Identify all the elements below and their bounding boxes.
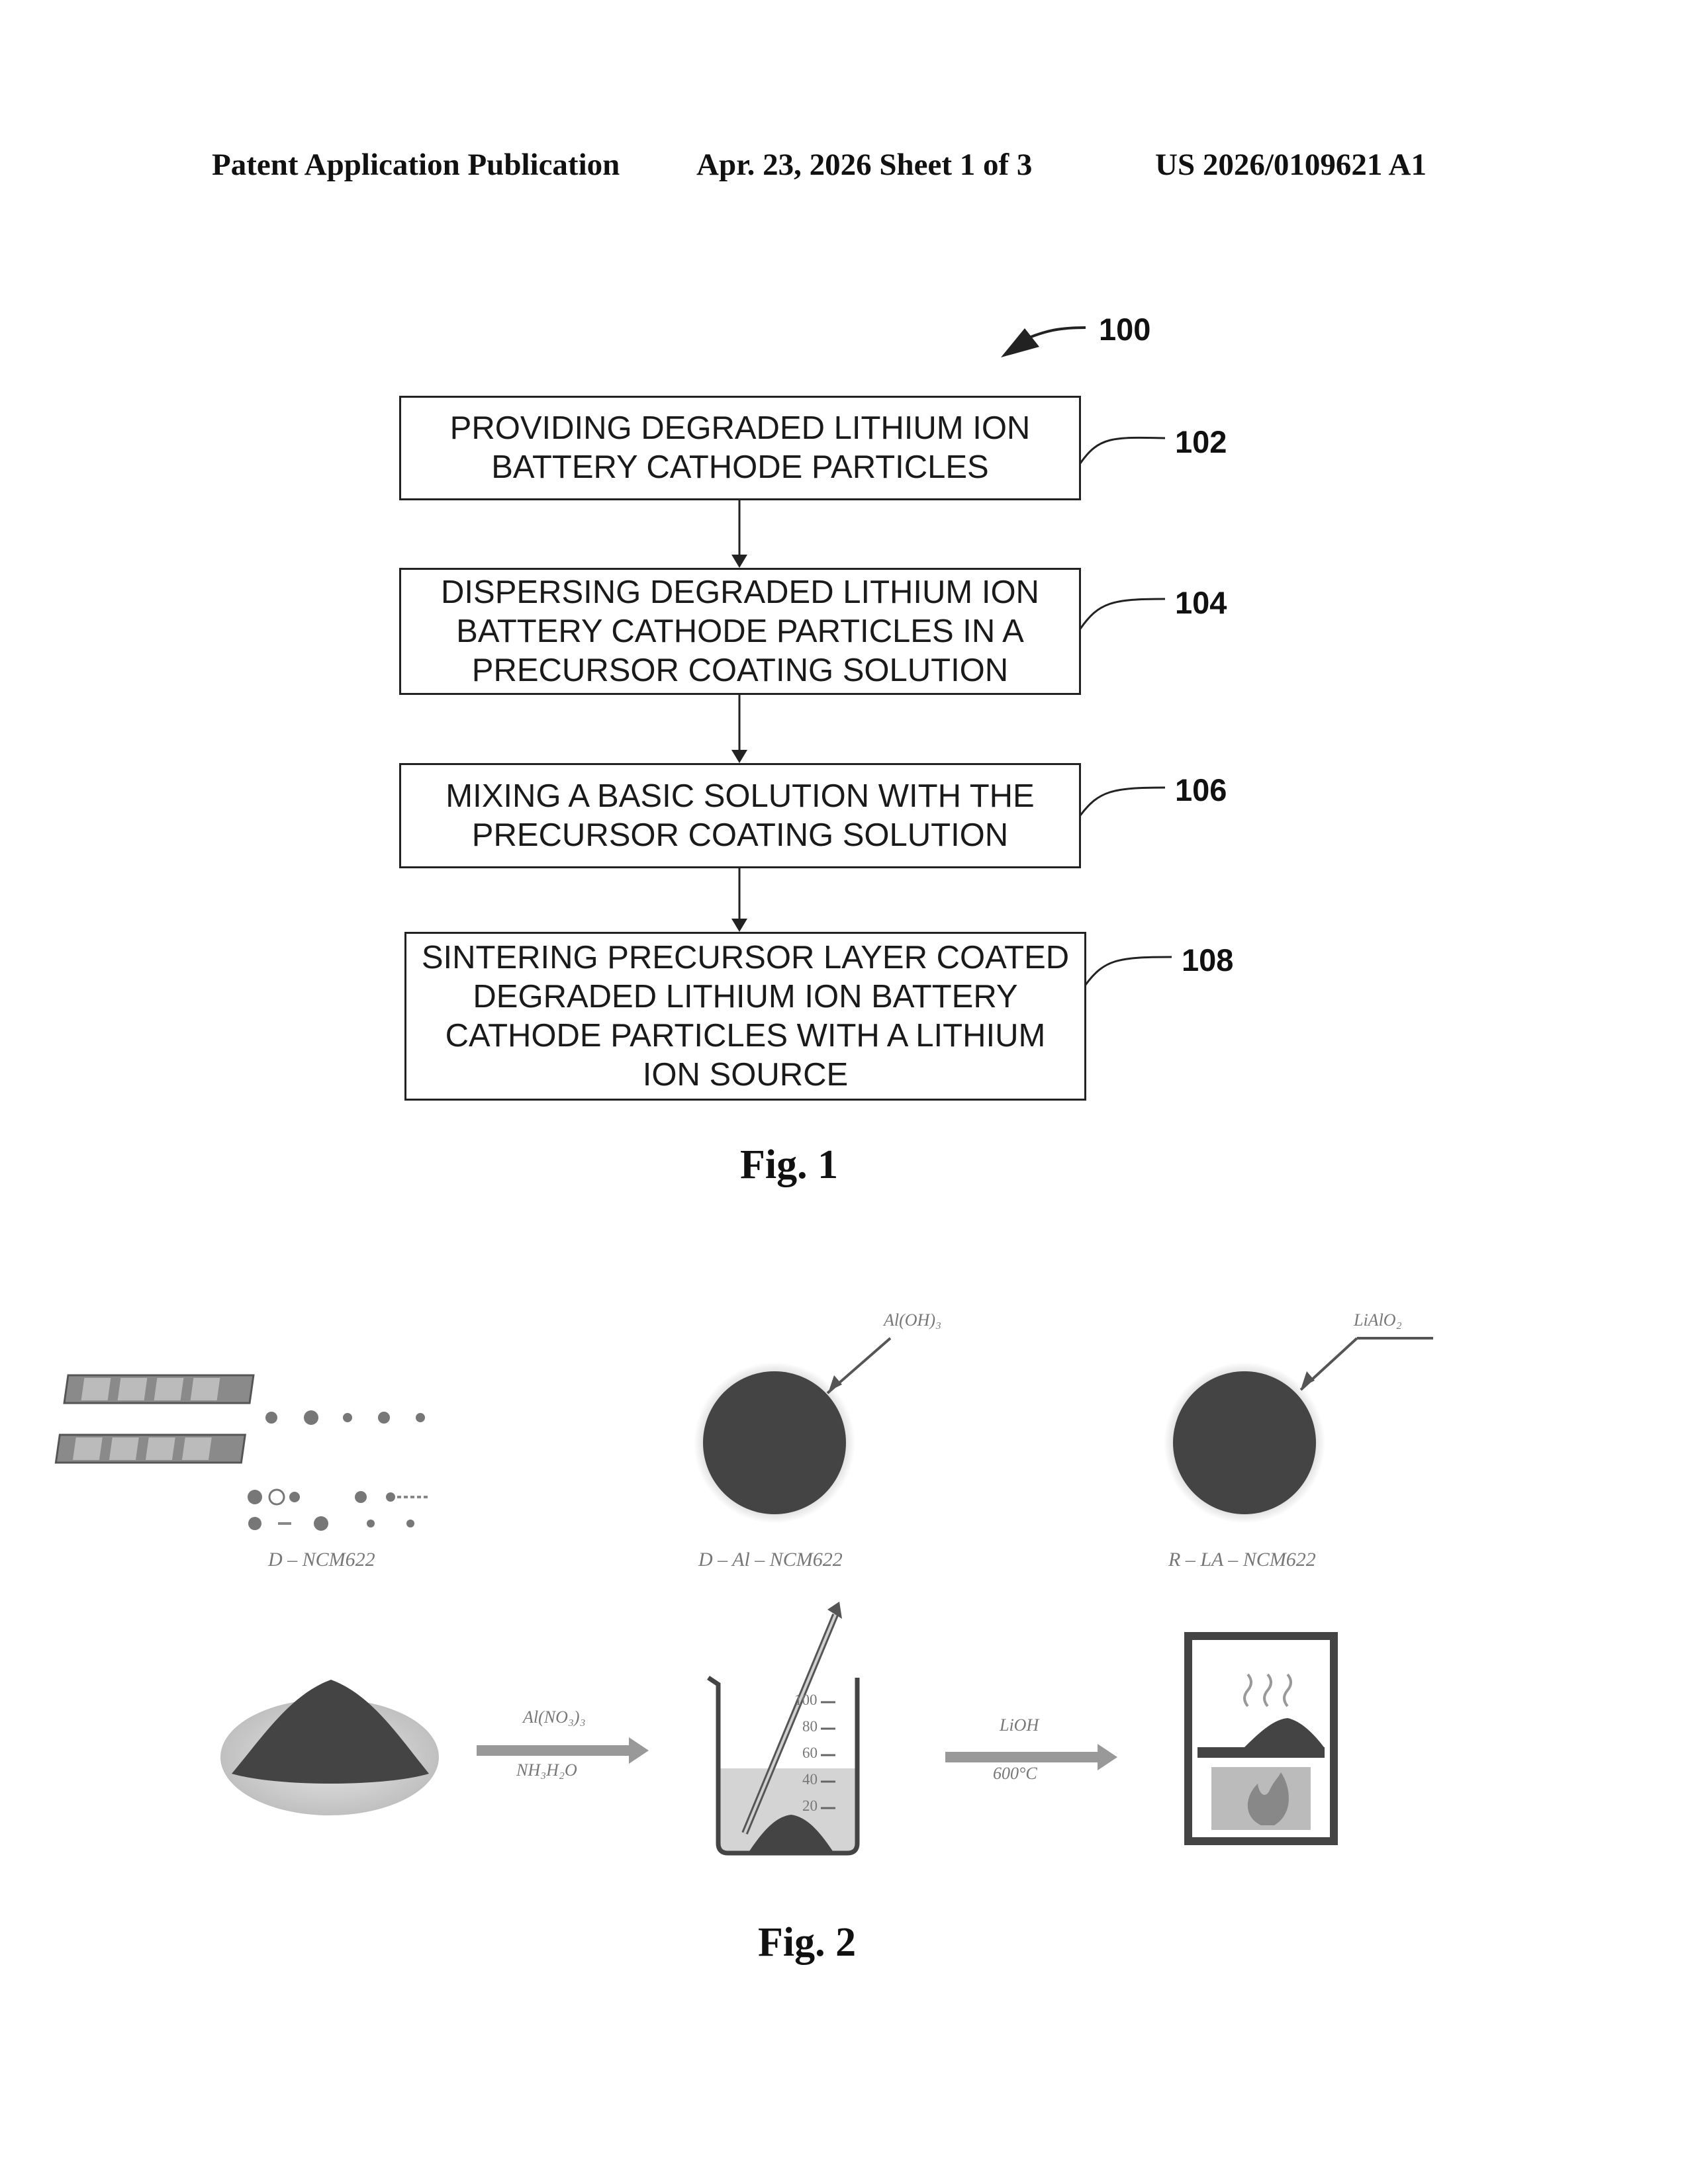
material-label-2: D – Al – NCM622 [698, 1549, 843, 1571]
reagent-top-1: Al(NO₃)₃ [523, 1707, 586, 1727]
material-label-3: R – LA – NCM622 [1168, 1549, 1316, 1571]
powder-plate-icon [220, 1680, 439, 1815]
material-label-1: D – NCM622 [268, 1549, 375, 1571]
beaker-scale-100: 100 [794, 1692, 818, 1709]
coating-label-1: Al(OH)₃ [884, 1310, 941, 1330]
fig2-caption: Fig. 2 [758, 1919, 856, 1966]
beaker-scale-20: 20 [802, 1797, 818, 1815]
reagent-bottom-1: NH₃H₂O [516, 1760, 577, 1780]
beaker-icon [708, 1678, 857, 1853]
furnace-icon [1188, 1636, 1334, 1841]
reagent-bottom-2: 600°C [993, 1764, 1037, 1784]
layered-structure-icon [56, 1375, 430, 1531]
beaker-scale-40: 40 [802, 1771, 818, 1788]
regenerated-particle-icon [1164, 1338, 1433, 1524]
beaker-scale-80: 80 [802, 1718, 818, 1735]
coating-label-2: LiAlO₂ [1354, 1310, 1402, 1330]
reagent-top-2: LiOH [1000, 1715, 1039, 1735]
reaction-arrow-1 [477, 1737, 649, 1764]
coated-particle-icon [694, 1338, 890, 1524]
beaker-scale-60: 60 [802, 1745, 818, 1762]
